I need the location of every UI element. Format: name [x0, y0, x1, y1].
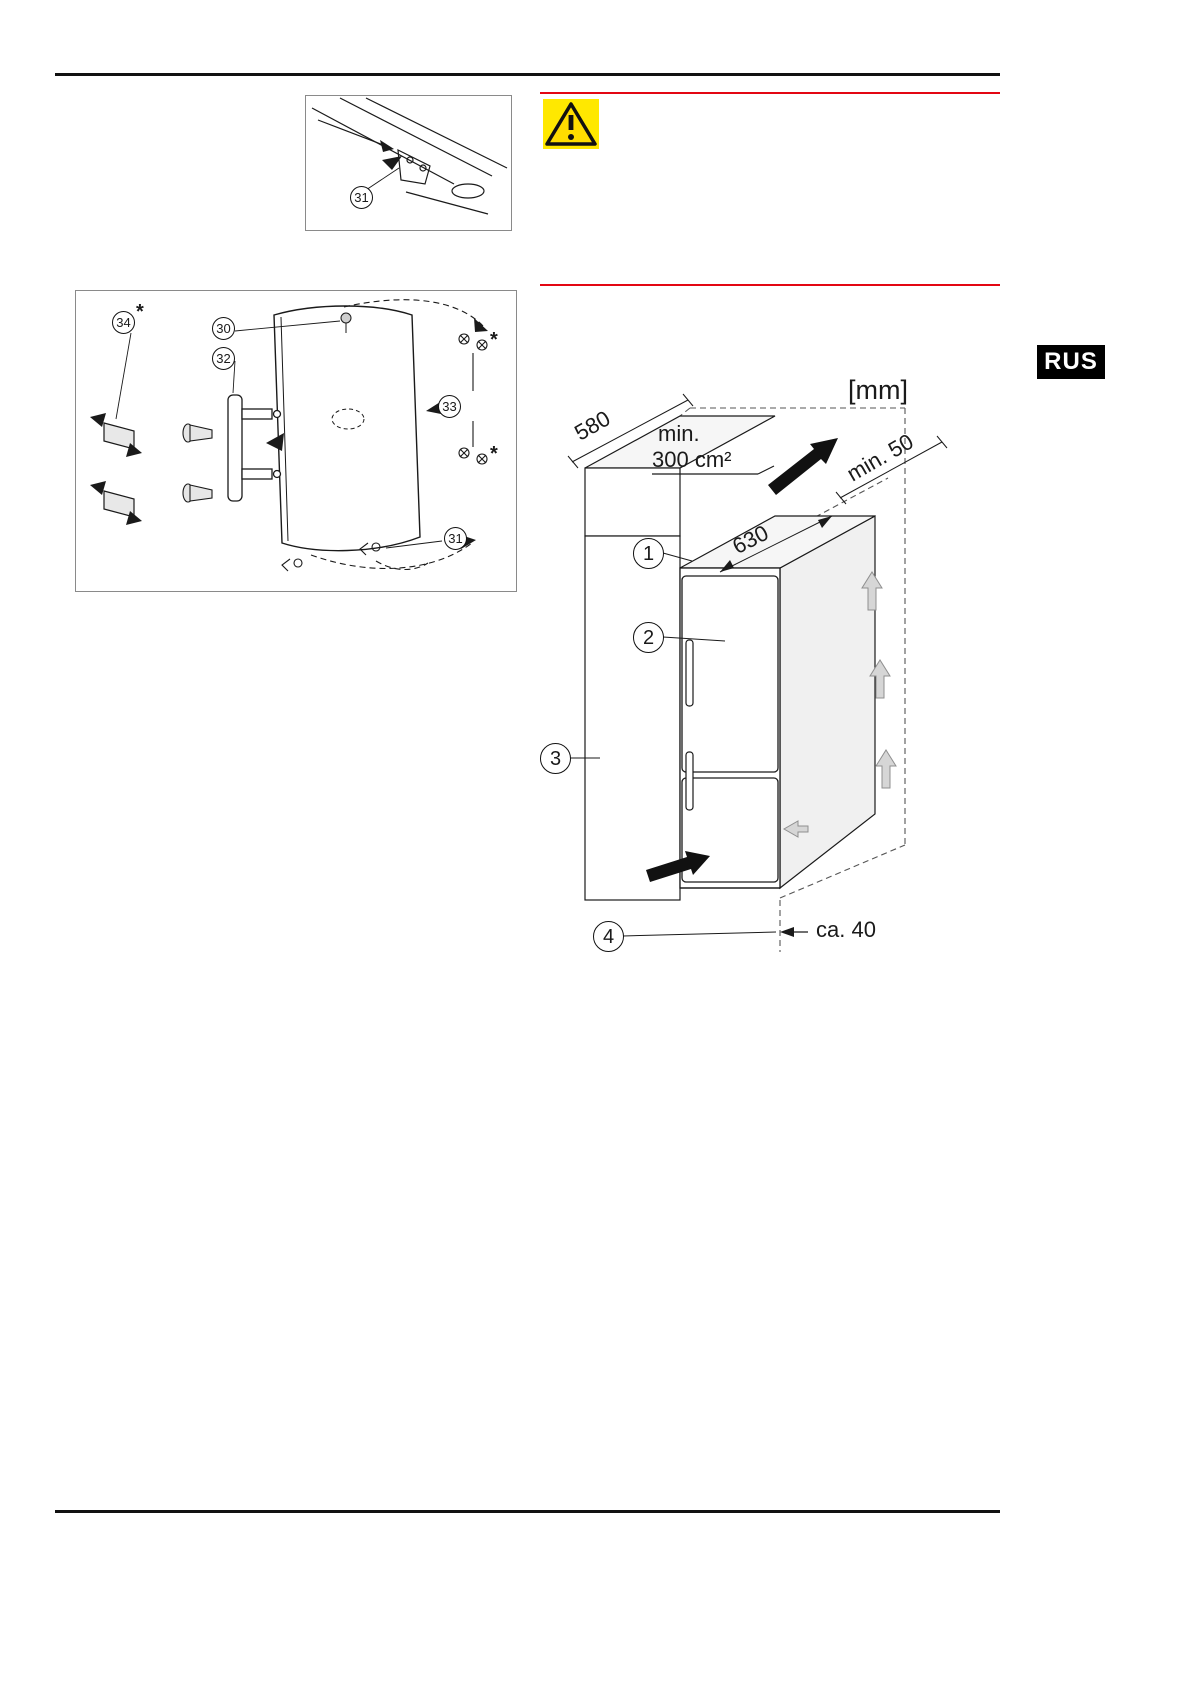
- callout-30: 30: [212, 317, 235, 340]
- intake-air-arrow-icon: [646, 851, 710, 882]
- hinge-slide-arrow-icon: [382, 156, 402, 170]
- warning-triangle-icon: [543, 99, 599, 149]
- asterisk-34: *: [136, 301, 144, 323]
- airflow-arrow-bottom-icon: [782, 820, 809, 838]
- callout-1: 1: [633, 538, 664, 569]
- callout-31-hinge: 31: [350, 186, 373, 209]
- swing-arrow-top-icon: [474, 318, 488, 332]
- callout-31-hinge-label: 31: [354, 190, 369, 205]
- dim-base-clearance-label: ca. 40: [816, 917, 876, 942]
- callout-2: 2: [633, 622, 664, 653]
- dim-vent-area-label: 300 cm²: [652, 447, 732, 472]
- installation-drawing: [567, 393, 948, 952]
- exhaust-air-arrow-icon: [768, 438, 838, 495]
- airflow-arrow-2-icon: [869, 659, 891, 699]
- callout-31-door-label: 31: [448, 531, 463, 546]
- language-tab-rus: RUS: [1037, 345, 1105, 379]
- callout-33: 33: [438, 395, 461, 418]
- callout-1-label: 1: [642, 542, 655, 565]
- bottom-rule: [55, 1510, 1000, 1513]
- units-label: [mm]: [848, 375, 908, 405]
- airflow-arrow-1-icon: [861, 571, 883, 611]
- door-reversal-figure: 34 * 30 32 33 * * 31: [75, 290, 517, 592]
- door-arrow-left-icon: [266, 433, 284, 451]
- callout-32: 32: [212, 347, 235, 370]
- callout-31-door: 31: [444, 527, 467, 550]
- callout-34-label: 34: [116, 315, 131, 330]
- cover-arrow-4-icon: [126, 511, 142, 525]
- callout-4-label: 4: [602, 925, 615, 948]
- dim-min-word: min.: [658, 421, 700, 446]
- callout-3-label: 3: [549, 747, 562, 770]
- callout-30-label: 30: [216, 321, 231, 336]
- installation-dimensions-figure: [mm] 580 min. 300 cm² min. 50 630 ca. 40…: [540, 340, 1010, 980]
- install-section-rule: [540, 284, 1000, 286]
- cover-arrow-2-icon: [126, 443, 142, 457]
- airflow-arrow-3-icon: [875, 749, 897, 789]
- asterisk-screws-top: *: [490, 329, 498, 351]
- callout-2-label: 2: [642, 626, 655, 649]
- hinge-detail-drawing: [311, 97, 508, 215]
- cover-arrow-1-icon: [90, 413, 106, 427]
- warning-section-rule: [540, 92, 1000, 94]
- callout-4: 4: [593, 921, 624, 952]
- callout-32-label: 32: [216, 351, 231, 366]
- hinge-pin-arrow-icon: [380, 140, 394, 152]
- callout-34: 34: [112, 311, 135, 334]
- cover-arrow-3-icon: [90, 481, 106, 495]
- language-tab-label: RUS: [1044, 348, 1098, 375]
- callout-33-label: 33: [442, 399, 457, 414]
- callout-3: 3: [540, 743, 571, 774]
- door-reversal-drawing: [90, 299, 488, 572]
- top-rule: [55, 73, 1000, 76]
- hinge-detail-figure: 31: [305, 95, 512, 231]
- asterisk-screws-bottom: *: [490, 443, 498, 465]
